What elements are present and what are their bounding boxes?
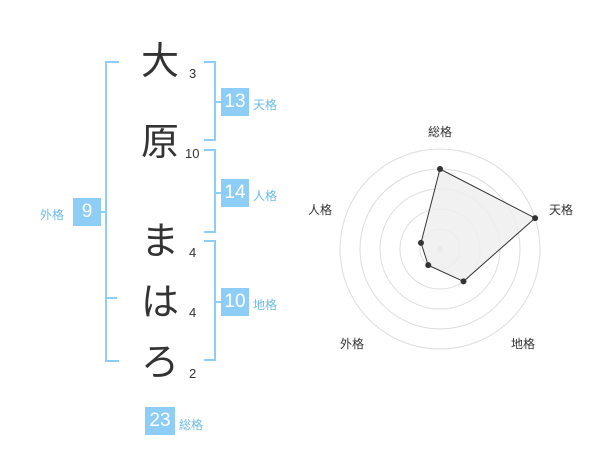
gaikaku-bracket-split [105, 297, 117, 299]
stroke-count-1: 3 [189, 66, 197, 81]
radar-point-5 [417, 239, 424, 246]
radar-point-3 [460, 278, 467, 285]
name-char-2: 原 [140, 120, 179, 164]
name-char-5: ろ [140, 340, 179, 384]
chikaku-connector [214, 301, 221, 303]
radar-points [417, 166, 539, 285]
radar-point-1 [437, 166, 443, 172]
tenkaku-label: 天格 [253, 98, 278, 112]
tenkaku-connector [214, 101, 221, 103]
radar-label-tenkaku: 天格 [549, 203, 574, 217]
gaikaku-connector [97, 211, 107, 213]
chikaku-label: 地格 [253, 298, 278, 312]
chikaku-badge: 10 [221, 288, 249, 316]
radar-point-4 [425, 262, 432, 269]
radar-point-2 [532, 215, 539, 222]
stroke-count-3: 4 [189, 245, 197, 260]
soukaku-badge: 23 [145, 407, 175, 435]
tenkaku-badge: 13 [221, 88, 249, 116]
name-char-1: 大 [140, 39, 179, 83]
jinkaku-label: 人格 [253, 189, 278, 203]
radar-area [420, 168, 536, 282]
stroke-count-4: 4 [189, 305, 197, 320]
soukaku-label: 総格 [179, 418, 204, 432]
name-char-4: は [140, 280, 179, 324]
radar-label-soukaku: 総格 [428, 125, 453, 139]
gaikaku-label: 外格 [40, 208, 65, 222]
stroke-count-2: 10 [185, 146, 200, 161]
name-char-3: ま [140, 219, 179, 263]
radar-ring [339, 148, 541, 350]
gaikaku-badge: 9 [73, 198, 101, 226]
radar-label-jinkaku: 人格 [308, 203, 333, 217]
radar-label-chikaku: 地格 [511, 337, 536, 351]
jinkaku-connector [214, 192, 221, 194]
radar-label-gaikaku: 外格 [340, 337, 365, 351]
jinkaku-badge: 14 [221, 179, 249, 207]
jinkaku-bracket [204, 149, 216, 233]
chikaku-bracket [204, 240, 216, 361]
stroke-count-5: 2 [189, 366, 197, 381]
